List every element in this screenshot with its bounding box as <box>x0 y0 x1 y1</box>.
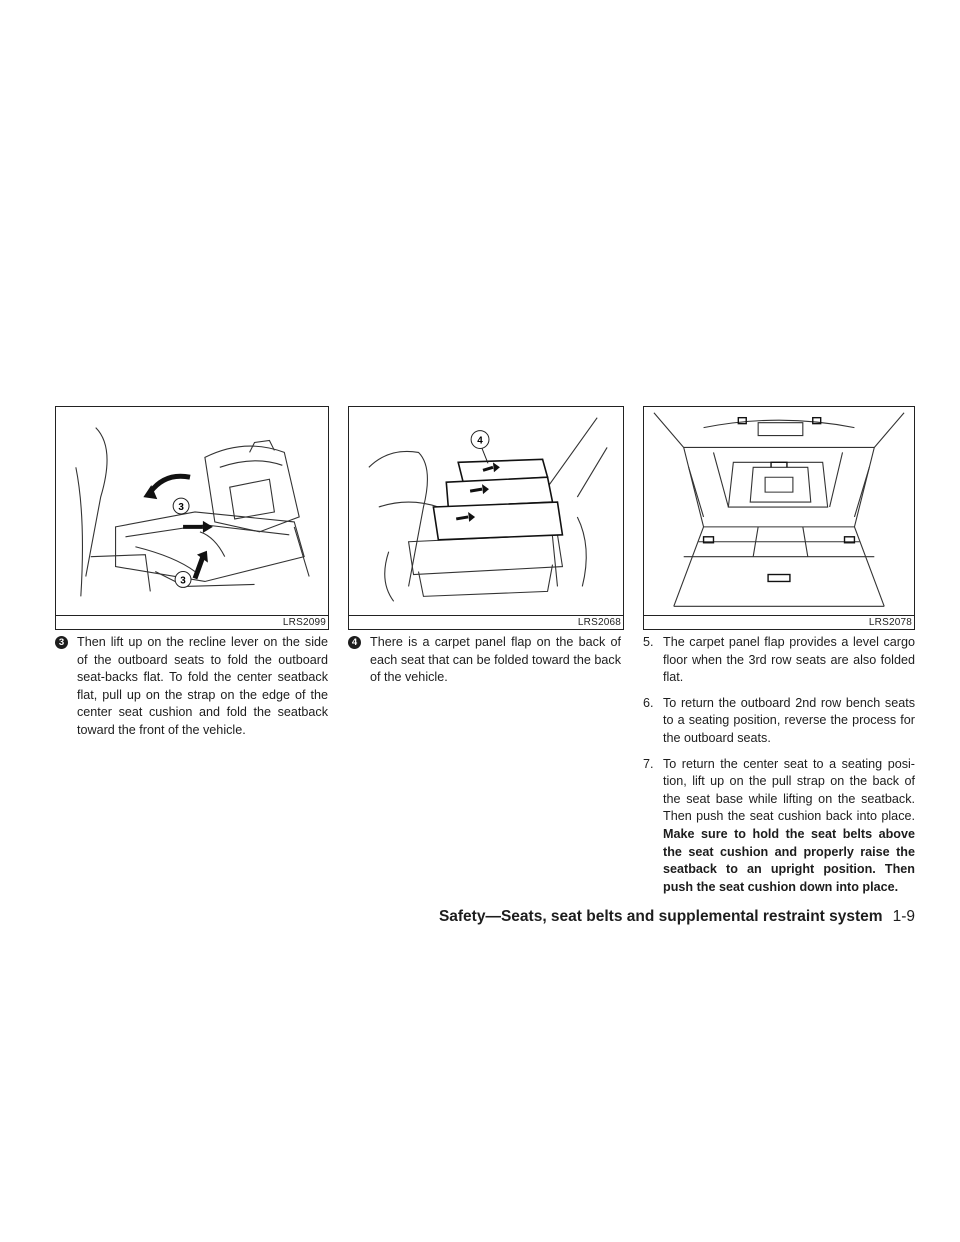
section-title: Safety—Seats, seat belts and supplementa… <box>438 908 883 925</box>
item-warning-text: Make sure to hold the seat belts above t… <box>663 826 915 894</box>
figure-id: LRS2078 <box>868 617 912 628</box>
item-number: 5. <box>643 635 654 649</box>
column-numbered-steps: 5. The carpet panel flap provides a leve… <box>643 634 915 904</box>
figure-level-cargo-floor: LRS2078 <box>643 406 915 630</box>
list-item-6: 6. To return the outboard 2nd row bench … <box>643 695 915 748</box>
callout-4: 4 <box>477 435 483 446</box>
column-step-3: 3 Then lift up on the recline lever on t… <box>55 634 328 740</box>
step-4-marker: 4 <box>348 634 370 687</box>
seat-recline-illustration: 3 3 <box>75 427 310 597</box>
item-number: 7. <box>643 756 654 771</box>
item-text: To return the outboard 2nd row bench sea… <box>663 695 915 745</box>
figure-id: LRS2068 <box>577 617 621 628</box>
item-text-wrapper: To return the center seat to a seating p… <box>663 756 915 897</box>
column-step-4: 4 There is a carpet panel flap on the ba… <box>348 634 621 687</box>
page-footer: Safety—Seats, seat belts and supplementa… <box>439 908 915 926</box>
item-text: To return the center seat to a seating p… <box>663 756 915 824</box>
step-3-marker: 3 <box>55 634 77 740</box>
step-3: 3 Then lift up on the recline lever on t… <box>55 634 328 740</box>
page-number: 1-9 <box>892 908 915 925</box>
figure-divider <box>644 615 914 616</box>
callout-3-upper: 3 <box>178 502 184 513</box>
list-item-7: 7. To return the center seat to a seatin… <box>643 756 915 897</box>
cargo-floor-illustration <box>653 412 905 607</box>
item-text: The carpet panel flap provides a level c… <box>663 635 915 685</box>
callout-3-lower: 3 <box>180 575 186 586</box>
list-item-5: 5. The carpet panel flap provides a leve… <box>643 634 915 687</box>
step-4: 4 There is a carpet panel flap on the ba… <box>348 634 621 687</box>
item-number: 6. <box>643 695 654 710</box>
figure-carpet-flap: 4 LRS2068 <box>348 406 624 630</box>
figure-seat-recline: 3 3 LRS2099 <box>55 406 329 630</box>
figure-id: LRS2099 <box>282 617 326 628</box>
carpet-flap-illustration: 4 <box>368 417 608 602</box>
step-4-text: There is a carpet panel flap on the back… <box>370 635 621 685</box>
step-3-text: Then lift up on the recline lever on the… <box>77 635 328 737</box>
figure-divider <box>56 615 328 616</box>
figure-divider <box>349 615 623 616</box>
